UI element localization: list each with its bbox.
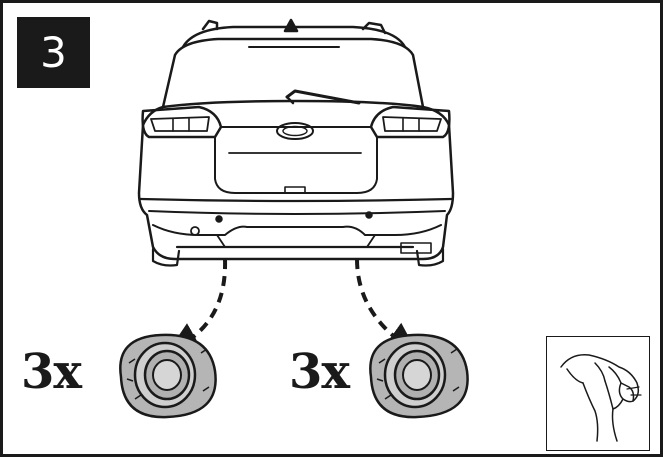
step-number-badge: 3 — [17, 17, 90, 88]
sensor-count-left: 3x — [21, 344, 82, 400]
hand-press-panel — [546, 336, 650, 451]
sensor-count-right: 3x — [289, 344, 350, 400]
dashed-arrow-icon — [167, 258, 419, 355]
parking-sensor-icon — [119, 333, 217, 419]
parking-sensor-icon — [369, 333, 469, 419]
car-rear-icon — [137, 18, 455, 267]
illustration — [119, 18, 469, 419]
hand-press-icon — [560, 354, 642, 442]
step-number: 3 — [40, 28, 67, 77]
